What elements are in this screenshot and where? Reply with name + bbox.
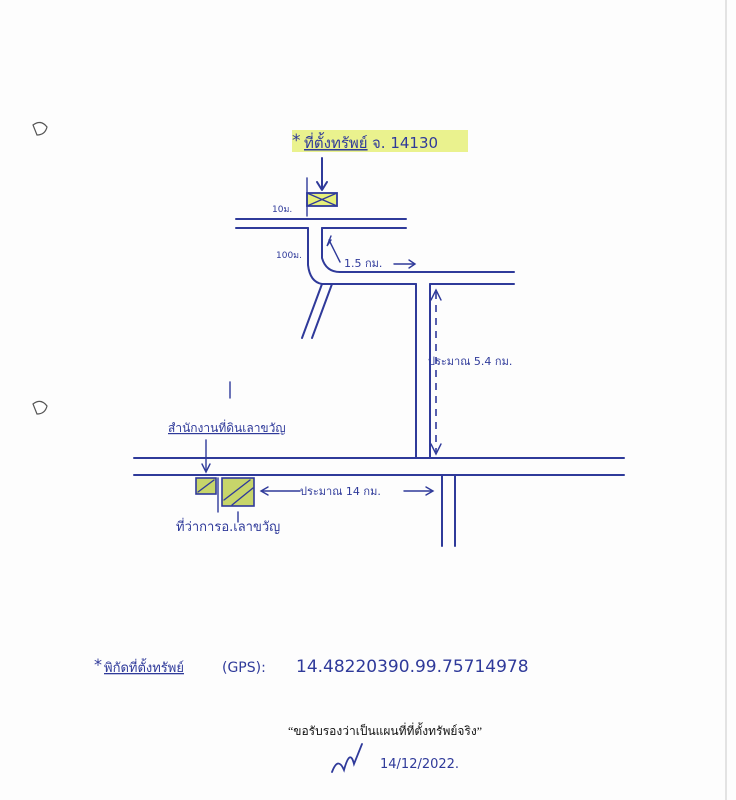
dist-1-5km: 1.5 กม. <box>344 257 382 270</box>
district-office-building <box>221 477 255 507</box>
connector-road-right <box>321 227 341 273</box>
land-office-arrow-head <box>201 463 211 474</box>
property-box-cross-b <box>306 192 338 207</box>
diagonal-road-right <box>311 283 333 339</box>
dist-5-4-head-bottom <box>430 443 442 456</box>
gps-tag: (GPS): <box>222 660 266 676</box>
property-title: ที่ตั้งทรัพย์ <box>304 132 368 152</box>
signature <box>331 743 363 773</box>
dist-14-arrow-right-head <box>425 486 435 496</box>
dist-1-5-guide <box>328 239 341 263</box>
punch-hole-middle <box>32 400 48 415</box>
dist-14km: ประมาณ 14 กม. <box>300 485 381 498</box>
dist-5-4km: ประมาณ 5.4 กม. <box>428 355 512 368</box>
title-highlight <box>292 130 468 152</box>
star-mark: * <box>292 131 301 151</box>
land-office-hatch <box>197 479 215 493</box>
dist-14-arrow-left-head <box>259 486 269 496</box>
arrow-to-property-head <box>316 181 328 191</box>
dist-10m: 10ม. <box>272 205 292 215</box>
connector-road-left <box>307 227 323 285</box>
date: 14/12/2022. <box>380 757 459 772</box>
dist-5-4-head-top <box>430 288 442 301</box>
gps-label: พิกัดที่ตั้งทรัพย์ <box>104 658 184 676</box>
property-zip: จ. 14130 <box>372 134 438 152</box>
dist-100m: 100ม. <box>276 251 302 261</box>
gps-star: * <box>94 655 102 674</box>
land-office-label: สำนักงานที่ดินเลาขวัญ <box>168 419 286 435</box>
dist-1-5-arrow-head <box>408 259 417 269</box>
district-office-hatch-a <box>223 479 251 501</box>
diagonal-road-left <box>301 283 323 339</box>
certify-text: “ขอรับรองว่าเป็นแผนที่ที่ตั้งทรัพย์จริง” <box>288 722 482 738</box>
district-office-hatch-b <box>231 487 254 506</box>
punch-hole-top <box>32 121 48 136</box>
gps-value: 14.48220390.99.75714978 <box>296 657 529 677</box>
district-office-label: ที่ว่าการอ.เลาขวัญ <box>176 518 280 535</box>
